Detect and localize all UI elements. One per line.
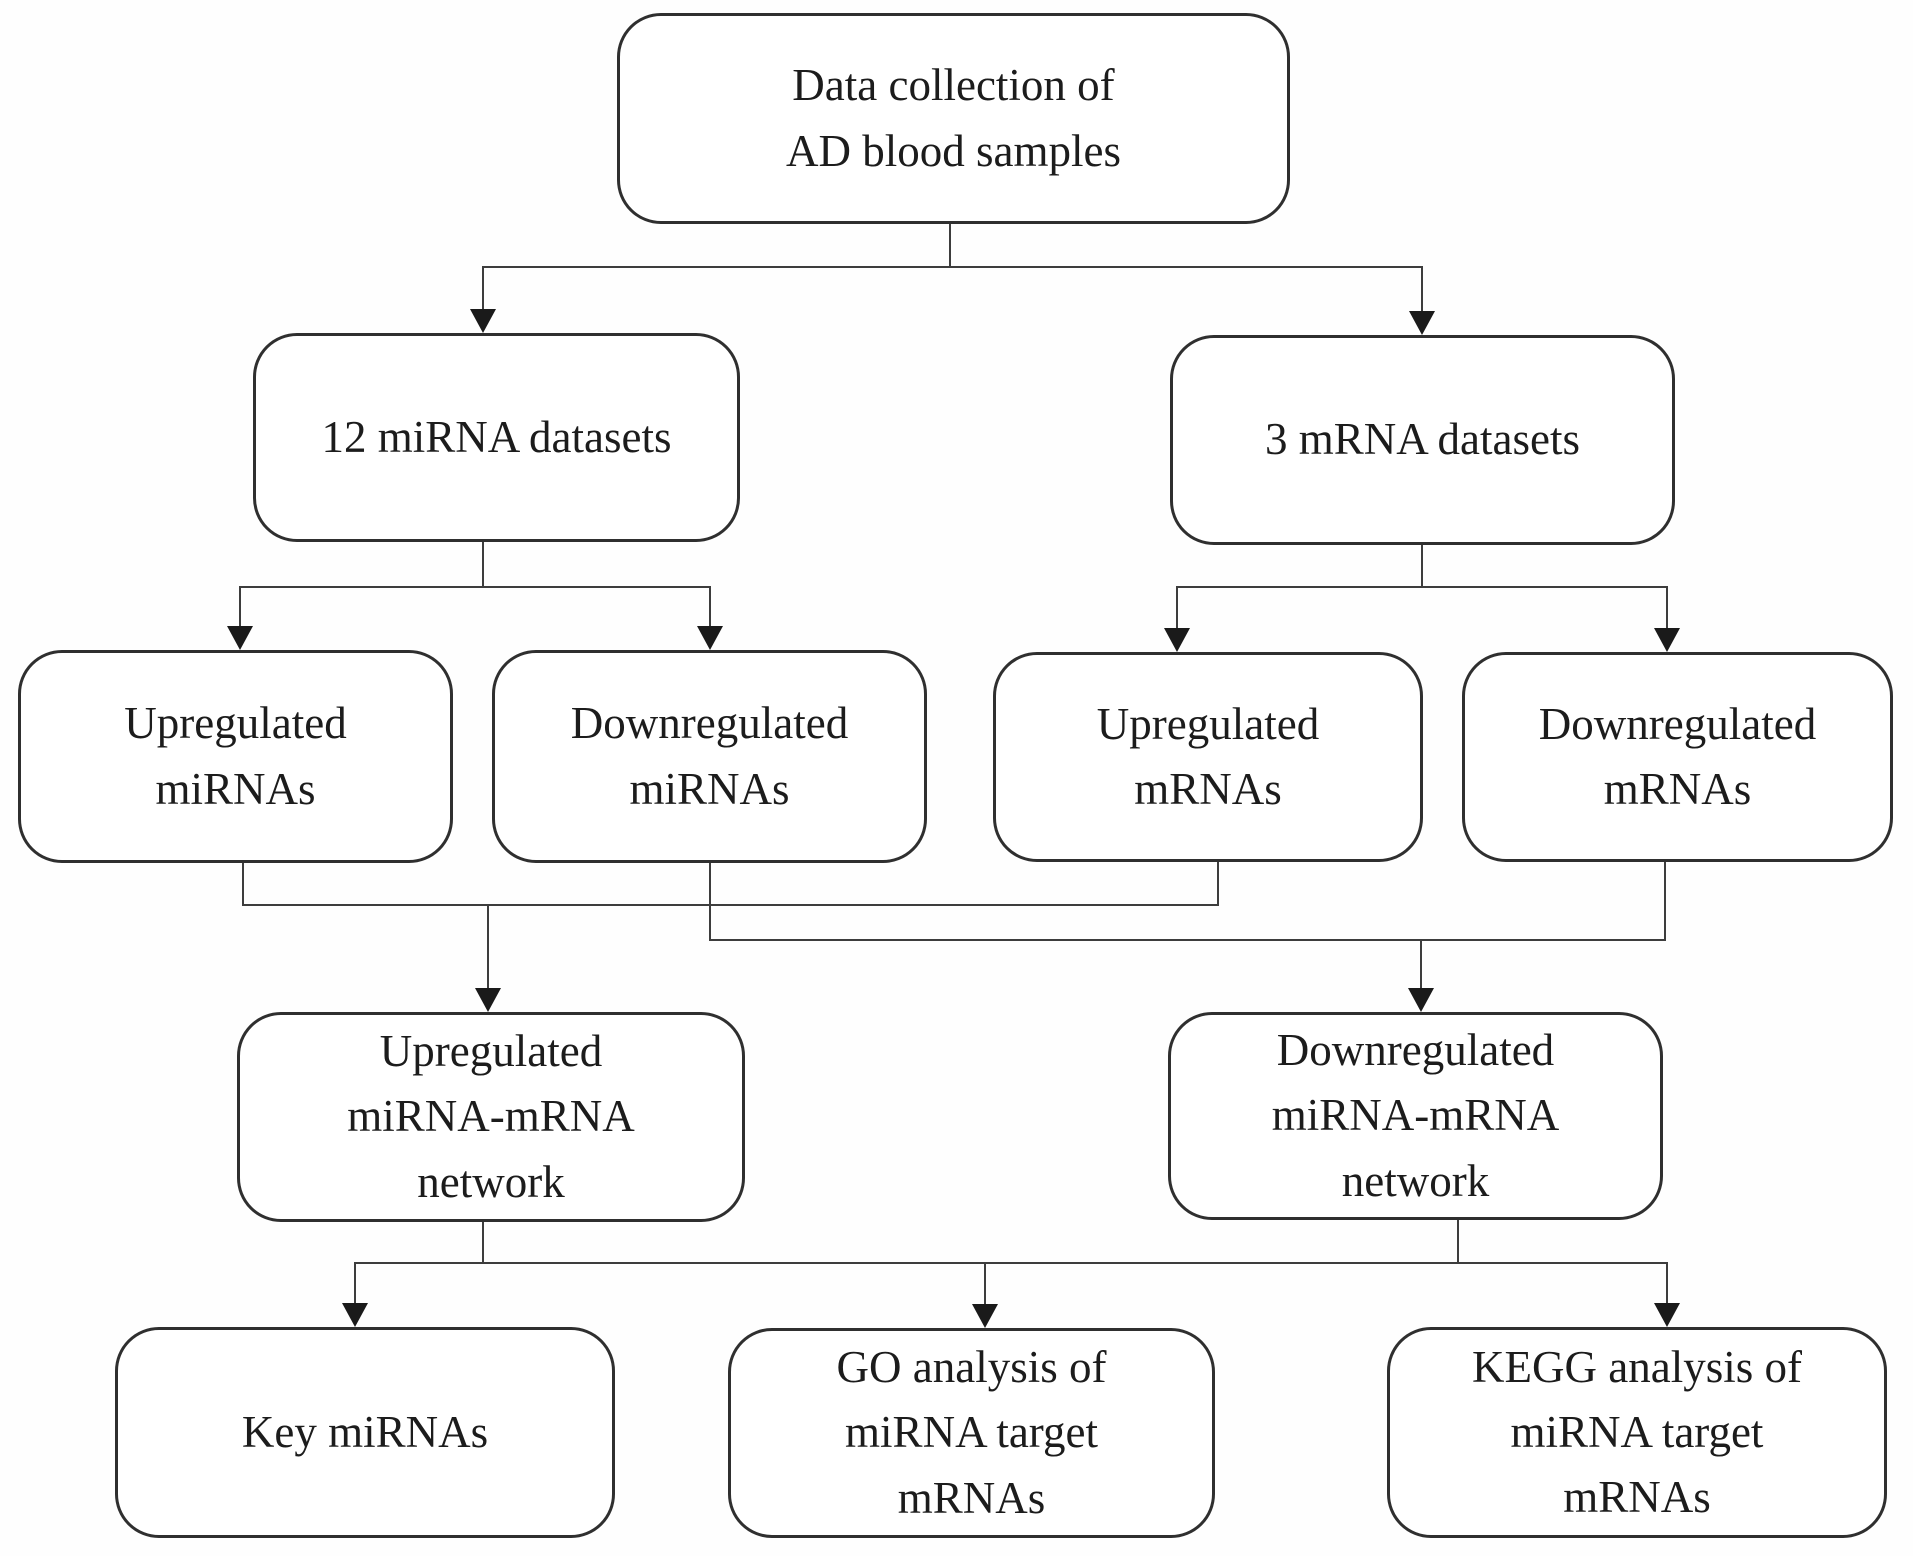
node-upregulated-mirnas: Upregulated miRNAs — [18, 650, 453, 863]
arrow-into-key-mirnas-icon — [342, 1303, 368, 1327]
connector-down-mrnas-stub — [1664, 862, 1666, 941]
connector-mrna-datasets-stub — [1421, 545, 1423, 588]
arrow-into-go-analysis-icon — [972, 1304, 998, 1328]
node-downregulated-mirnas-label: Downregulated miRNAs — [570, 698, 849, 814]
node-data-collection: Data collection of AD blood samples — [617, 13, 1290, 224]
connector-downregulated-merge-line — [709, 939, 1666, 941]
node-downregulated-mrnas-label: Downregulated mRNAs — [1538, 698, 1817, 814]
node-go-analysis-label: GO analysis of miRNA target mRNAs — [836, 1342, 1107, 1523]
connector-down-network-stub — [1457, 1220, 1459, 1264]
arrow-into-up-mrnas-icon — [1164, 628, 1190, 652]
connector-shaft-to-up-network — [487, 904, 489, 990]
connector-shaft-to-down-mrnas — [1666, 586, 1668, 630]
node-downregulated-mirnas: Downregulated miRNAs — [492, 650, 927, 863]
node-12-mirna-datasets-label: 12 miRNA datasets — [321, 411, 672, 462]
connector-shaft-to-go-analysis — [984, 1262, 986, 1306]
node-upregulated-mrnas: Upregulated mRNAs — [993, 652, 1423, 862]
connector-shaft-to-up-mrnas — [1176, 586, 1178, 630]
connector-mirna-split-line — [239, 586, 711, 588]
connector-shaft-to-down-mirnas — [709, 586, 711, 628]
node-3-mrna-datasets: 3 mRNA datasets — [1170, 335, 1675, 545]
node-key-mirnas-label: Key miRNAs — [241, 1406, 489, 1457]
connector-mirna-datasets-stub — [482, 542, 484, 588]
arrow-into-mrna-datasets-icon — [1409, 311, 1435, 335]
node-kegg-analysis: KEGG analysis of miRNA target mRNAs — [1387, 1327, 1887, 1538]
arrow-into-down-mrnas-icon — [1654, 628, 1680, 652]
connector-up-mrnas-stub — [1217, 862, 1219, 906]
node-data-collection-label: Data collection of AD blood samples — [786, 60, 1121, 176]
connector-shaft-to-kegg-analysis — [1666, 1262, 1668, 1305]
connector-shaft-to-up-mirnas — [239, 586, 241, 628]
connector-shaft-to-key-mirnas — [354, 1262, 356, 1305]
connector-up-network-stub — [482, 1222, 484, 1264]
connector-level1-split-line — [482, 266, 1423, 268]
node-key-mirnas: Key miRNAs — [115, 1327, 615, 1538]
arrow-into-kegg-analysis-icon — [1654, 1303, 1680, 1327]
arrow-into-up-mirnas-icon — [227, 626, 253, 650]
node-go-analysis: GO analysis of miRNA target mRNAs — [728, 1328, 1215, 1538]
node-downregulated-network: Downregulated miRNA-mRNA network — [1168, 1012, 1663, 1220]
connector-shaft-to-down-network — [1420, 939, 1422, 990]
connector-shaft-to-mirna-datasets — [482, 266, 484, 328]
connector-down-mirnas-stub — [709, 863, 711, 941]
node-upregulated-network-label: Upregulated miRNA-mRNA network — [347, 1026, 635, 1207]
connector-top-box-stub — [949, 224, 951, 268]
connector-mrna-split-line — [1176, 586, 1668, 588]
connector-shaft-to-mrna-datasets — [1421, 266, 1423, 330]
connector-results-split-line — [354, 1262, 1668, 1264]
arrow-into-down-mirnas-icon — [697, 626, 723, 650]
node-upregulated-mrnas-label: Upregulated mRNAs — [1096, 698, 1320, 814]
connector-up-mirnas-stub — [242, 863, 244, 906]
node-kegg-analysis-label: KEGG analysis of miRNA target mRNAs — [1472, 1341, 1802, 1523]
arrow-into-mirna-datasets-icon — [470, 309, 496, 333]
node-12-mirna-datasets: 12 miRNA datasets — [253, 333, 740, 542]
node-downregulated-mrnas: Downregulated mRNAs — [1462, 652, 1893, 862]
arrow-into-up-network-icon — [475, 988, 501, 1012]
node-upregulated-network: Upregulated miRNA-mRNA network — [237, 1012, 745, 1222]
node-downregulated-network-label: Downregulated miRNA-mRNA network — [1271, 1025, 1560, 1206]
node-3-mrna-datasets-label: 3 mRNA datasets — [1265, 414, 1580, 465]
connector-upregulated-merge-line — [242, 904, 1219, 906]
node-upregulated-mirnas-label: Upregulated miRNAs — [124, 698, 347, 814]
arrow-into-down-network-icon — [1408, 988, 1434, 1012]
